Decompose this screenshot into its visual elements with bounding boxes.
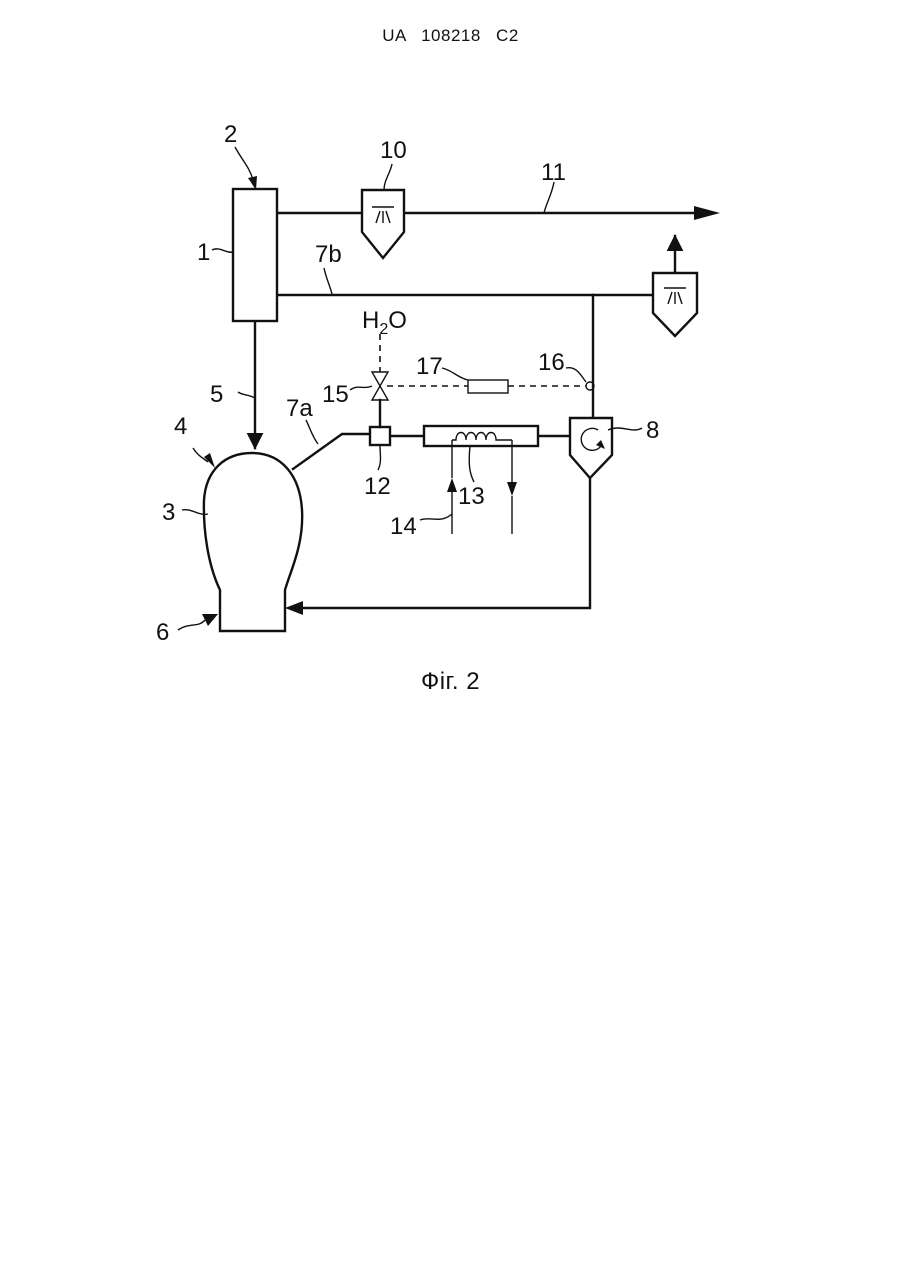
leader-16 bbox=[566, 368, 586, 382]
leader-7b bbox=[324, 268, 332, 294]
leader-10 bbox=[384, 164, 392, 190]
cyclone-8 bbox=[570, 418, 612, 478]
label-2: 2 bbox=[224, 121, 237, 148]
label-12: 12 bbox=[364, 473, 391, 500]
label-17: 17 bbox=[416, 353, 443, 380]
leader-11 bbox=[544, 182, 554, 213]
label-5: 5 bbox=[210, 381, 223, 408]
leader-17 bbox=[442, 368, 468, 380]
leader-5 bbox=[238, 392, 255, 398]
label-7a: 7a bbox=[286, 395, 313, 422]
valve-15-top bbox=[372, 372, 388, 386]
label-7b: 7b bbox=[315, 241, 342, 268]
label-16: 16 bbox=[538, 349, 565, 376]
label-15: 15 bbox=[322, 381, 349, 408]
label-13: 13 bbox=[458, 483, 485, 510]
leader-1 bbox=[212, 249, 234, 252]
heat-exchanger-13 bbox=[424, 426, 538, 446]
leader-7a bbox=[306, 420, 318, 444]
outlet-arrowhead bbox=[694, 206, 720, 220]
label-10: 10 bbox=[380, 137, 407, 164]
label-4: 4 bbox=[174, 413, 187, 440]
water-label-o: O bbox=[388, 307, 407, 334]
return-line-to-6 bbox=[296, 478, 590, 608]
unit-1-box bbox=[233, 189, 277, 321]
leader-14 bbox=[420, 514, 452, 520]
separator-right bbox=[653, 273, 697, 336]
coolant-outlet-arrowhead bbox=[507, 482, 517, 496]
water-label: H2O bbox=[362, 307, 407, 338]
label-1: 1 bbox=[197, 239, 210, 266]
leader-6 bbox=[178, 620, 205, 630]
leader-15 bbox=[350, 386, 372, 390]
figure-caption: Фіг. 2 bbox=[0, 668, 901, 696]
leader-12 bbox=[378, 446, 381, 470]
label-6: 6 bbox=[156, 619, 169, 646]
label-14: 14 bbox=[390, 513, 417, 540]
water-label-h: H bbox=[362, 307, 379, 334]
leader-4 bbox=[193, 448, 208, 462]
vessel-3 bbox=[204, 453, 302, 631]
return-arrowhead bbox=[285, 601, 303, 615]
controller-17 bbox=[468, 380, 508, 393]
element-12 bbox=[370, 427, 390, 445]
water-label-sub: 2 bbox=[379, 321, 388, 338]
leader-13 bbox=[469, 446, 474, 482]
coolant-inlet-arrowhead bbox=[447, 478, 457, 492]
label-3: 3 bbox=[162, 499, 175, 526]
separator-10 bbox=[362, 190, 404, 258]
label-11: 11 bbox=[541, 159, 566, 186]
label-8: 8 bbox=[646, 417, 659, 444]
valve-15-bottom bbox=[372, 386, 388, 400]
gas-line-7a bbox=[293, 434, 370, 469]
leader-2 bbox=[235, 147, 253, 180]
